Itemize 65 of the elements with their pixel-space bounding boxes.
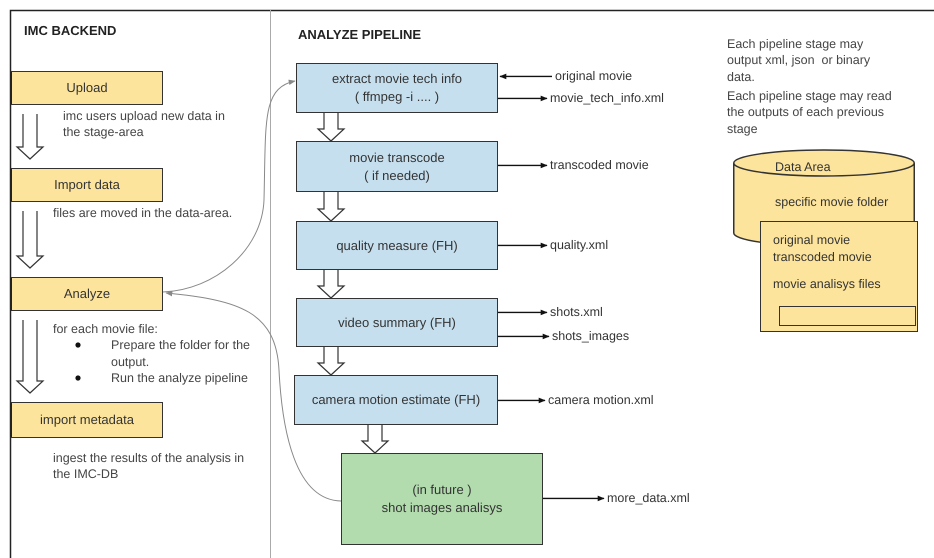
node-label: camera motion.xml <box>548 393 654 407</box>
node-label: Analyze <box>62 285 112 303</box>
arrow <box>498 398 546 404</box>
bullet-item: Prepare the folder for the output. <box>111 337 251 370</box>
box-shape <box>779 306 916 326</box>
arrow <box>543 496 605 502</box>
node-label: import metadata <box>39 411 135 429</box>
node-label: shots.xml <box>550 305 603 319</box>
block-arrow <box>316 346 346 376</box>
block-arrow <box>316 112 346 142</box>
block-arrow <box>316 269 346 299</box>
arrow <box>499 74 552 80</box>
node-label: shots_images <box>552 329 630 343</box>
bullet-item: Run the analyze pipeline <box>111 370 251 386</box>
step-note: files are moved in the data-area. <box>53 205 234 222</box>
cylinder-title: Data Area <box>775 159 831 176</box>
process-box <box>10 168 163 202</box>
process-box <box>10 402 163 438</box>
curved-arrow <box>165 290 342 502</box>
arrow <box>498 162 548 168</box>
node-label: original movie <box>555 69 632 83</box>
node-label: Import data <box>53 176 121 194</box>
section-heading: ANALYZE PIPELINE <box>298 27 422 44</box>
block-arrow <box>360 424 390 454</box>
future-stage-box <box>341 453 543 545</box>
node-label: ( ffmpeg -i .... ) <box>354 88 440 106</box>
pipeline-stage-box <box>296 298 498 347</box>
arrow <box>498 310 548 316</box>
folder-box <box>760 221 918 332</box>
step-note: ingest the results of the analysis in the IMC-DB <box>53 450 246 482</box>
node-label: quality.xml <box>550 238 608 252</box>
section-heading: IMC BACKEND <box>24 23 116 40</box>
node-label: ( if needed) <box>363 166 431 184</box>
arrow <box>498 96 548 102</box>
node-label: shot images analisys <box>380 499 504 517</box>
block-arrow <box>15 113 45 160</box>
pipeline-stage-box <box>294 375 498 425</box>
node-label: transcoded movie <box>550 158 649 172</box>
pipeline-stage-box <box>296 63 498 113</box>
folder-label: specific movie folder <box>775 194 888 211</box>
file-list-text: original movie transcoded movie <box>773 232 873 266</box>
node-label: video summary (FH) <box>337 314 457 332</box>
arrow <box>498 334 550 340</box>
node-label: quality measure (FH) <box>335 236 459 254</box>
node-label: camera motion estimate (FH) <box>310 391 482 409</box>
node-label: more_data.xml <box>607 491 690 505</box>
note-text: Each pipeline stage may read the outputs of each previous stage <box>727 88 893 137</box>
block-arrow <box>15 210 45 269</box>
curved-arrow <box>162 80 296 292</box>
process-box <box>10 71 163 105</box>
block-arrow <box>15 319 45 394</box>
node-label: movie_tech_info.xml <box>550 91 664 105</box>
node-label: (in future ) <box>411 481 473 499</box>
note-text: Each pipeline stage may output xml, json or binary data. <box>727 36 872 85</box>
arrow <box>498 242 548 248</box>
pipeline-stage-box <box>296 141 498 192</box>
pipeline-stage-box <box>296 221 498 270</box>
block-arrow <box>316 191 346 222</box>
process-box <box>10 277 163 311</box>
step-note: for each movie file: <box>53 321 159 338</box>
step-note: imc users upload new data in the stage-area <box>63 108 226 140</box>
file-list-text: movie analisys files <box>773 276 882 293</box>
node-label: extract movie tech info <box>330 70 464 88</box>
node-label: movie transcode <box>348 148 446 166</box>
node-label: Upload <box>65 79 109 97</box>
